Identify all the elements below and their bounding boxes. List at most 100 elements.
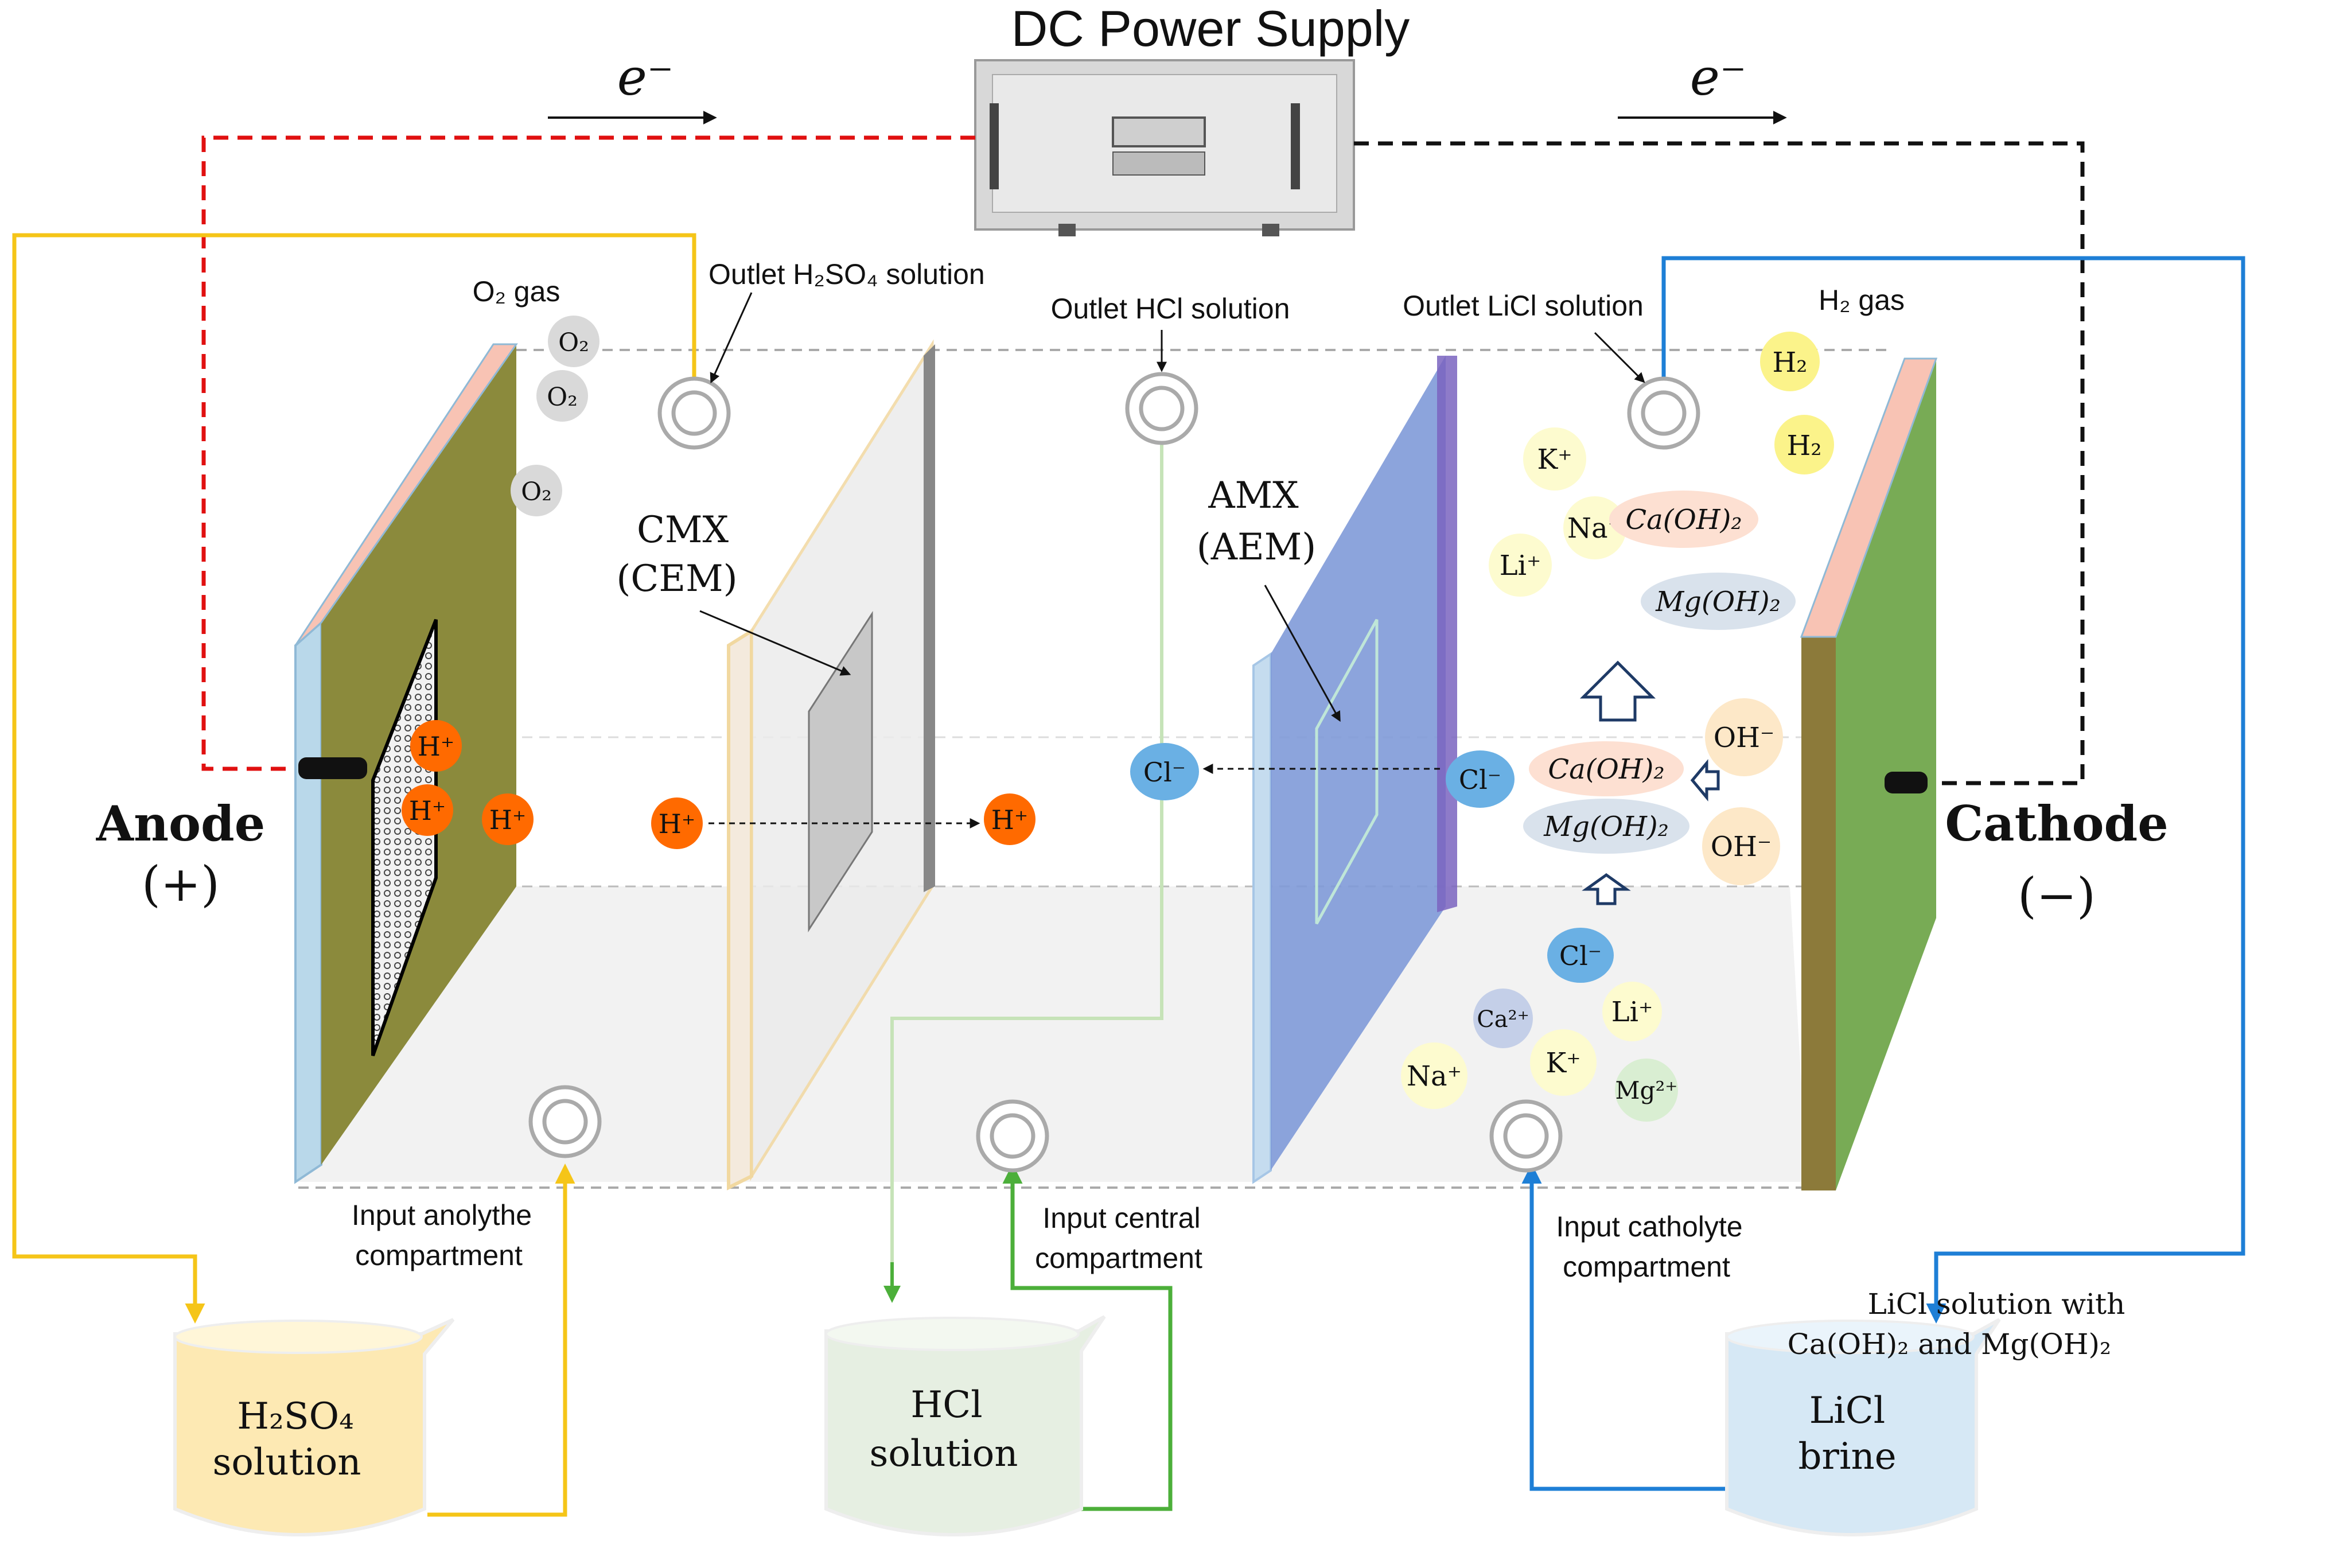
- electron-label-right: e⁻: [1690, 48, 1747, 107]
- hydroxide-text: OH⁻: [1711, 831, 1772, 863]
- cmx-label: CMX (CEM): [616, 509, 737, 600]
- beaker-licl: LiCl brine: [1725, 1318, 2001, 1536]
- sodium-ion: Na⁺: [1401, 1042, 1467, 1109]
- proton-ion: H⁺: [984, 793, 1035, 845]
- o2-bubble: O₂: [511, 465, 562, 516]
- magnesium-hydroxide: Mg(OH)₂: [1523, 799, 1689, 854]
- beaker-h2so4-line-1: H₂SO₄: [237, 1395, 353, 1438]
- input-central-line-1: Input central: [1042, 1202, 1200, 1234]
- central-outlet-line: [890, 402, 1163, 1299]
- outlet-h2so4-label: Outlet H₂SO₄ solution: [708, 258, 985, 290]
- h2-gas-label: H₂ gas: [1819, 284, 1905, 316]
- amx-name: AMX: [1208, 474, 1299, 517]
- port-outlet-licl: [1627, 376, 1700, 450]
- beaker-h2so4: H₂SO₄ solution: [173, 1318, 455, 1536]
- chloride-text: Cl⁻: [1143, 757, 1186, 788]
- magnesium-text: Mg²⁺: [1615, 1076, 1678, 1104]
- left-arrow: [1690, 759, 1720, 801]
- amx-pointer: [1264, 585, 1341, 722]
- lithium-text: Li⁺: [1500, 550, 1541, 582]
- input-catholyte-line-1: Input catholyte: [1556, 1211, 1742, 1243]
- electron-label-left: e⁻: [617, 48, 674, 107]
- proton-text: H⁺: [409, 795, 446, 826]
- negative-wire: [1354, 141, 2085, 785]
- feed-note-line-2: Ca(OH)₂ and Mg(OH)₂: [1788, 1328, 2111, 1361]
- input-catholyte-line-2: compartment: [1563, 1251, 1730, 1283]
- potassium-text: K⁺: [1545, 1047, 1580, 1079]
- hydroxide-text: OH⁻: [1714, 722, 1775, 754]
- chloride-text: Cl⁻: [1459, 764, 1501, 795]
- positive-wire: [201, 135, 975, 771]
- cmx-membrane: [727, 339, 935, 1190]
- calcium-hydroxide: Ca(OH)₂: [1529, 741, 1684, 796]
- magnesium-hydroxide: Mg(OH)₂: [1641, 573, 1796, 630]
- anode-text: Anode: [96, 795, 265, 852]
- proton-ion: H⁺: [410, 720, 462, 772]
- anolyte-input-line: [427, 1164, 575, 1517]
- magnesium-hydroxide-text: Mg(OH)₂: [1543, 811, 1669, 843]
- anolyte-outlet-line: [12, 233, 696, 1324]
- port-outlet-h2so4: [657, 376, 731, 450]
- cmx-name: CMX: [637, 509, 729, 551]
- chloride-ion: Cl⁻: [1130, 743, 1199, 800]
- outlet-hcl-label: Outlet HCl solution: [1051, 293, 1290, 325]
- cathode-label: Cathode (−): [1945, 795, 2168, 924]
- input-anolyte-label: Input anolythe compartment: [352, 1199, 532, 1271]
- outlet-licl-label: Outlet LiCl solution: [1403, 290, 1644, 322]
- cmx-type: (CEM): [616, 558, 737, 600]
- up-arrow-upper: [1579, 660, 1656, 722]
- o2-gas-label: O₂ gas: [473, 275, 560, 308]
- hydroxide-ion: OH⁻: [1705, 698, 1783, 776]
- h2-text: H₂: [1772, 347, 1807, 379]
- o2-text: O₂: [521, 477, 552, 507]
- dc-power-supply: DC Power Supply: [974, 0, 1410, 236]
- calcium-hydroxide: Ca(OH)₂: [1609, 491, 1758, 548]
- port-outlet-hcl: [1125, 372, 1198, 445]
- electron-flow-left: e⁻: [548, 48, 717, 124]
- calcium-text: Ca²⁺: [1477, 1006, 1529, 1033]
- sodium-text: Na⁺: [1407, 1060, 1462, 1092]
- beaker-licl-line-1: LiCl: [1809, 1390, 1885, 1432]
- electron-flow-right: e⁻: [1618, 48, 1787, 124]
- anode-label: Anode (+): [96, 795, 265, 912]
- h2-text: H₂: [1786, 430, 1821, 462]
- input-central-label: Input central compartment: [1035, 1202, 1202, 1274]
- calcium-hydroxide-text: Ca(OH)₂: [1625, 504, 1742, 536]
- input-anolyte-line-1: Input anolythe: [352, 1199, 532, 1231]
- central-input-line: [1002, 1164, 1173, 1511]
- h2-bubble: H₂: [1760, 332, 1820, 391]
- input-anolyte-line-2: compartment: [355, 1239, 523, 1271]
- power-supply-title: DC Power Supply: [1011, 0, 1410, 57]
- input-central-line-2: compartment: [1035, 1242, 1202, 1274]
- proton-ion: H⁺: [402, 784, 453, 836]
- port-input-central: [976, 1099, 1049, 1173]
- cmx-pointer: [699, 610, 851, 676]
- feed-note-line-1: LiCl solution with: [1868, 1287, 2125, 1321]
- port-input-catholyte: [1489, 1099, 1563, 1173]
- cathode-plate: [1800, 357, 1938, 1190]
- amx-type: (AEM): [1197, 526, 1316, 569]
- hydroxide-ion: OH⁻: [1702, 807, 1780, 885]
- beaker-h2so4-line-2: solution: [213, 1441, 361, 1484]
- outlet-licl-pointer: [1594, 332, 1645, 383]
- proton-text: H⁺: [489, 804, 526, 835]
- proton-text: H⁺: [659, 808, 695, 839]
- lithium-ion: Li⁺: [1489, 534, 1552, 597]
- anode-sign: (+): [142, 856, 220, 912]
- beaker-hcl: HCl solution: [824, 1315, 1106, 1536]
- beaker-licl-line-2: brine: [1798, 1435, 1896, 1478]
- lithium-text: Li⁺: [1611, 996, 1653, 1028]
- chloride-ion: Cl⁻: [1547, 928, 1614, 983]
- port-input-anolyte: [528, 1085, 602, 1158]
- o2-bubble: O₂: [548, 316, 599, 367]
- input-catholyte-label: Input catholyte compartment: [1556, 1211, 1742, 1283]
- outlet-h2so4-pointer: [710, 292, 753, 384]
- magnesium-hydroxide-text: Mg(OH)₂: [1655, 586, 1781, 618]
- proton-text: H⁺: [418, 731, 454, 762]
- o2-text: O₂: [547, 383, 578, 412]
- o2-bubble: O₂: [536, 370, 588, 422]
- catholyte-outlet-line: [1661, 256, 2245, 1324]
- lithium-ion: Li⁺: [1602, 982, 1662, 1041]
- amx-label: AMX (AEM): [1197, 474, 1316, 569]
